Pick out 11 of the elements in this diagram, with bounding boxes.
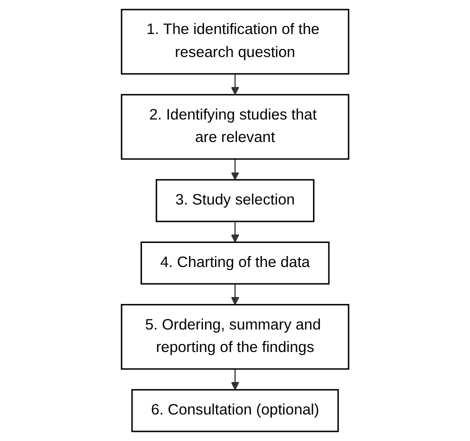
arrow [230, 74, 240, 96]
arrow [230, 284, 240, 306]
arrow [230, 369, 240, 390]
arrow [230, 159, 240, 180]
node-box: 2. Identifying studies that are relevant [120, 94, 350, 160]
node-box: 1. The identification of the research question [120, 8, 350, 75]
node-box: 3. Study selection [156, 179, 314, 222]
node-box: 4. Charting of the data [140, 242, 330, 285]
node-box: 6. Consultation (optional) [131, 389, 339, 432]
arrow [230, 221, 240, 243]
node-box: 5. Ordering, summary and reporting of the findings [120, 304, 350, 370]
